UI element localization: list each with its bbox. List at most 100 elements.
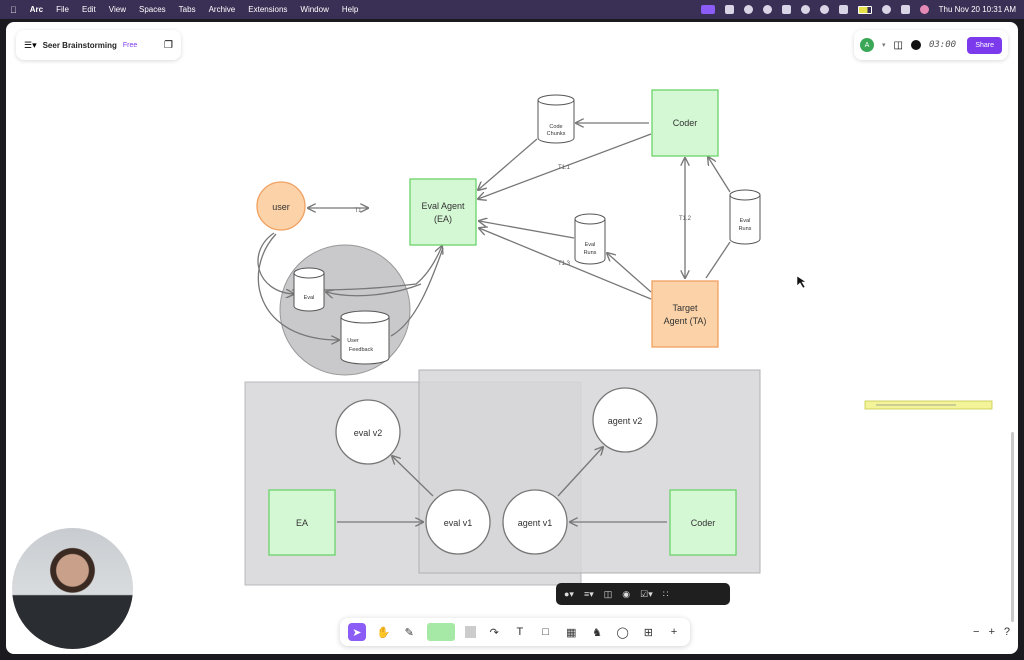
db-code-chunks-line2: Chunks: [547, 131, 566, 137]
node-coder-top-label: Coder: [673, 118, 698, 128]
more-icon[interactable]: ∷: [662, 588, 669, 599]
node-coder-top[interactable]: [651, 89, 719, 157]
align-icon[interactable]: ≡▾: [583, 588, 594, 599]
menu-spaces[interactable]: Spaces: [132, 5, 166, 14]
node-eval-v1[interactable]: [425, 489, 491, 555]
vertical-scrollbar[interactable]: [1011, 432, 1014, 622]
macos-menubar:  Arc File Edit View Spaces Tabs Archive…: [0, 0, 1024, 19]
siri-icon[interactable]: [919, 5, 929, 14]
node-agent-v1[interactable]: [502, 489, 568, 555]
menu-extensions[interactable]: Extensions: [241, 5, 287, 14]
lock-icon[interactable]: ☑▾: [640, 588, 653, 599]
connector-icon[interactable]: ↷: [489, 626, 499, 639]
control-center-icon[interactable]: [900, 5, 910, 14]
webcam-bubble[interactable]: [12, 528, 133, 649]
battery-icon[interactable]: [857, 5, 872, 14]
plan-badge[interactable]: Free: [122, 41, 138, 49]
apps-icon[interactable]: ⊞: [643, 626, 654, 639]
menu-file[interactable]: File: [49, 5, 69, 14]
db-user-feedback-line1: User: [347, 338, 359, 344]
status-app-icon[interactable]: [724, 5, 734, 14]
wifi-icon[interactable]: [838, 5, 848, 14]
edge-ea-evaldb: [326, 283, 422, 296]
pages-icon[interactable]: ❐: [164, 39, 173, 51]
menu-archive[interactable]: Archive: [201, 5, 236, 14]
fill-color-icon[interactable]: ●▾: [564, 588, 574, 599]
cursor-icon[interactable]: ➤: [348, 623, 366, 641]
zoom-out-button[interactable]: −: [973, 626, 980, 638]
node-agent-v2[interactable]: [592, 387, 658, 453]
edge-feedback-ea: [390, 247, 444, 337]
menu-tabs[interactable]: Tabs: [171, 5, 196, 14]
node-ea-bottom[interactable]: [268, 489, 336, 556]
sticky-icon[interactable]: □: [542, 626, 549, 638]
eye-icon[interactable]: ◉: [622, 588, 631, 599]
chevron-down-icon[interactable]: ▾: [882, 42, 886, 49]
share-button[interactable]: Share: [967, 36, 1002, 54]
shape-icon[interactable]: [464, 626, 477, 638]
whiteboard-canvas[interactable]: T1 T1.1 T1.2 T1.3 user Eval Agent (EA) C…: [6, 22, 1018, 654]
db-user-feedback[interactable]: [340, 310, 390, 365]
text-icon[interactable]: T: [516, 626, 524, 638]
frame-icon[interactable]: ◫: [603, 588, 613, 599]
node-agent-v1-label: agent v1: [518, 518, 553, 528]
node-target-agent-line2: Agent (TA): [664, 316, 707, 326]
edge-ta-evalruns2: [705, 241, 731, 279]
menu-edit[interactable]: Edit: [75, 5, 96, 14]
node-ea-bottom-label: EA: [296, 518, 308, 528]
node-agent-v2-label: agent v2: [608, 416, 643, 426]
board-menu-icon[interactable]: ☰▾: [24, 39, 37, 50]
comment-icon[interactable]: ◯: [616, 626, 629, 639]
menu-view[interactable]: View: [102, 5, 126, 14]
db-eval-runs-right-line1: Eval: [740, 218, 751, 224]
moon-icon[interactable]: [819, 5, 829, 14]
edge-label-t12: T1.2: [679, 216, 692, 222]
menu-app-name[interactable]: Arc: [23, 5, 43, 14]
top-right-controls: A ▾ ◫ 03:00 Share: [854, 30, 1008, 60]
db-code-chunks-line1: Code: [549, 124, 562, 130]
menu-window[interactable]: Window: [293, 5, 328, 14]
db-eval-runs-mid[interactable]: [574, 213, 606, 265]
db-eval-runs-right[interactable]: [729, 189, 761, 245]
zoom-controls: − + ?: [973, 626, 1010, 638]
avatar[interactable]: A: [860, 38, 874, 52]
node-coder-bottom[interactable]: [669, 489, 737, 556]
status-app-icon-2[interactable]: [743, 5, 753, 14]
board-title[interactable]: Seer Brainstorming: [42, 40, 117, 50]
hand-icon[interactable]: ✋: [376, 626, 391, 639]
db-eval[interactable]: [293, 267, 325, 312]
db-eval-runs-mid-line2: Runs: [584, 250, 597, 256]
timer-display[interactable]: 03:00: [928, 40, 957, 50]
status-app-icon-4[interactable]: [781, 5, 791, 14]
status-app-icon-5[interactable]: [800, 5, 810, 14]
edge-coder-ea: [478, 133, 652, 199]
table-icon[interactable]: ▦: [566, 626, 577, 639]
layout-icon[interactable]: ◫: [893, 39, 903, 51]
node-target-agent[interactable]: [651, 280, 719, 348]
timer-icon[interactable]: [910, 40, 921, 50]
node-coder-bottom-label: Coder: [691, 518, 716, 528]
screen-record-icon[interactable]: [700, 5, 715, 14]
stamp-icon[interactable]: ♞: [592, 626, 602, 639]
apple-menu-icon[interactable]: : [10, 5, 17, 15]
node-user-label: user: [272, 202, 290, 212]
menubar-datetime[interactable]: Thu Nov 20 10:31 AM: [938, 5, 1016, 14]
menu-help[interactable]: Help: [335, 5, 358, 14]
db-eval-runs-mid-line1: Eval: [585, 242, 596, 248]
db-code-chunks[interactable]: [537, 94, 575, 144]
node-target-agent-line1: Target: [672, 303, 698, 313]
node-eval-v2[interactable]: [335, 399, 401, 465]
status-app-icon-3[interactable]: [762, 5, 772, 14]
search-icon[interactable]: [881, 5, 891, 14]
help-button[interactable]: ?: [1003, 626, 1010, 638]
db-eval-runs-right-line2: Runs: [739, 226, 752, 232]
node-user[interactable]: [256, 181, 306, 231]
app-window: T1 T1.1 T1.2 T1.3 user Eval Agent (EA) C…: [6, 22, 1018, 654]
highlighter-icon[interactable]: [427, 623, 455, 641]
node-eval-agent[interactable]: [409, 178, 477, 246]
pen-icon[interactable]: ✎: [404, 626, 414, 639]
mouse-cursor-icon: [796, 275, 807, 289]
db-user-feedback-line2: Feedback: [349, 347, 373, 353]
add-icon[interactable]: +: [670, 626, 678, 638]
zoom-in-button[interactable]: +: [988, 626, 995, 638]
